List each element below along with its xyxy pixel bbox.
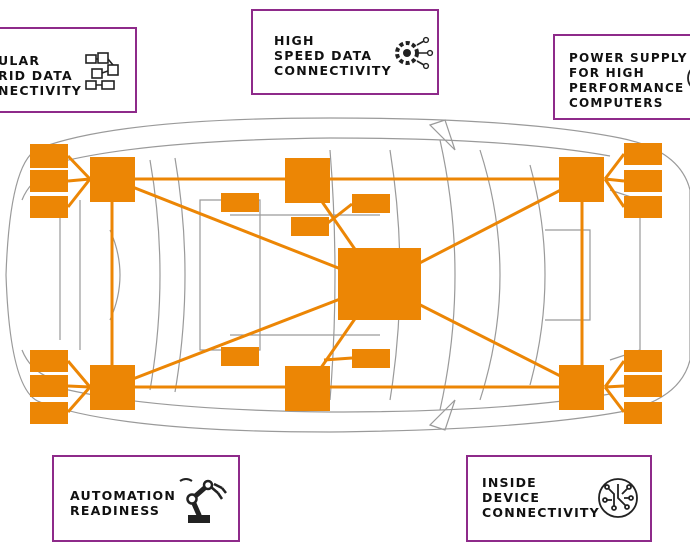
zone-controller-bottom-center	[285, 366, 330, 411]
line-left-front-stubs	[66, 154, 92, 208]
line-fl-hub	[111, 177, 380, 286]
robot-arm-icon	[179, 478, 227, 523]
callout-power-supply: POWER SUPPLY FOR HIGH PERFORMANCE COMPUT…	[553, 34, 690, 120]
ecu-small	[352, 194, 390, 213]
sensor-module	[30, 170, 68, 192]
sensor-module	[624, 350, 662, 372]
sensor-module	[624, 196, 662, 218]
callout-inside-device-label: INSIDE DEVICE CONNECTIVITY	[482, 475, 600, 520]
ecu-small	[352, 349, 390, 368]
sensor-module	[30, 196, 68, 218]
circuit-circle-icon	[598, 478, 638, 518]
zone-controller-rear-right	[559, 365, 604, 410]
sensor-module	[30, 144, 68, 168]
callout-high-speed-label: HIGH SPEED DATA CONNECTIVITY	[274, 33, 392, 78]
callout-inside-device: INSIDE DEVICE CONNECTIVITY	[466, 455, 652, 542]
line-right-rear-stubs	[603, 360, 626, 413]
callout-automation-readiness: AUTOMATION READINESS	[52, 455, 240, 542]
callout-modular-hybrid-data: ULAR RID DATA NECTIVITY	[0, 27, 137, 113]
zone-controller-rear-left	[90, 365, 135, 410]
callout-modular-label: ULAR RID DATA NECTIVITY	[0, 53, 83, 98]
line-right-front-stubs	[603, 153, 626, 208]
sensor-module	[624, 143, 662, 165]
sensor-module	[30, 375, 68, 397]
zone-controller-front-left	[90, 157, 135, 202]
callout-high-speed-data: HIGH SPEED DATA CONNECTIVITY	[251, 9, 439, 95]
sensor-module	[624, 402, 662, 424]
line-rl-hub	[111, 282, 380, 389]
sensor-module	[30, 350, 68, 372]
modular-blocks-icon	[85, 52, 119, 90]
power-icon	[687, 69, 690, 87]
ecu-modules	[30, 143, 662, 424]
gear-circuit-icon	[395, 36, 434, 70]
sensor-module	[624, 170, 662, 192]
ecu-small	[221, 193, 259, 212]
sensor-module	[30, 402, 68, 424]
zone-controller-top-center	[285, 158, 330, 203]
ecu-small	[291, 217, 329, 236]
callout-automation-label: AUTOMATION READINESS	[70, 488, 177, 518]
ecu-small	[221, 347, 259, 366]
line-small-bottom	[323, 356, 353, 362]
line-left-rear-stubs	[66, 360, 92, 413]
callout-power-supply-label: POWER SUPPLY FOR HIGH PERFORMANCE COMPUT…	[569, 51, 688, 110]
central-computer	[338, 248, 421, 320]
zone-controller-front-right	[559, 157, 604, 202]
sensor-module	[624, 375, 662, 397]
